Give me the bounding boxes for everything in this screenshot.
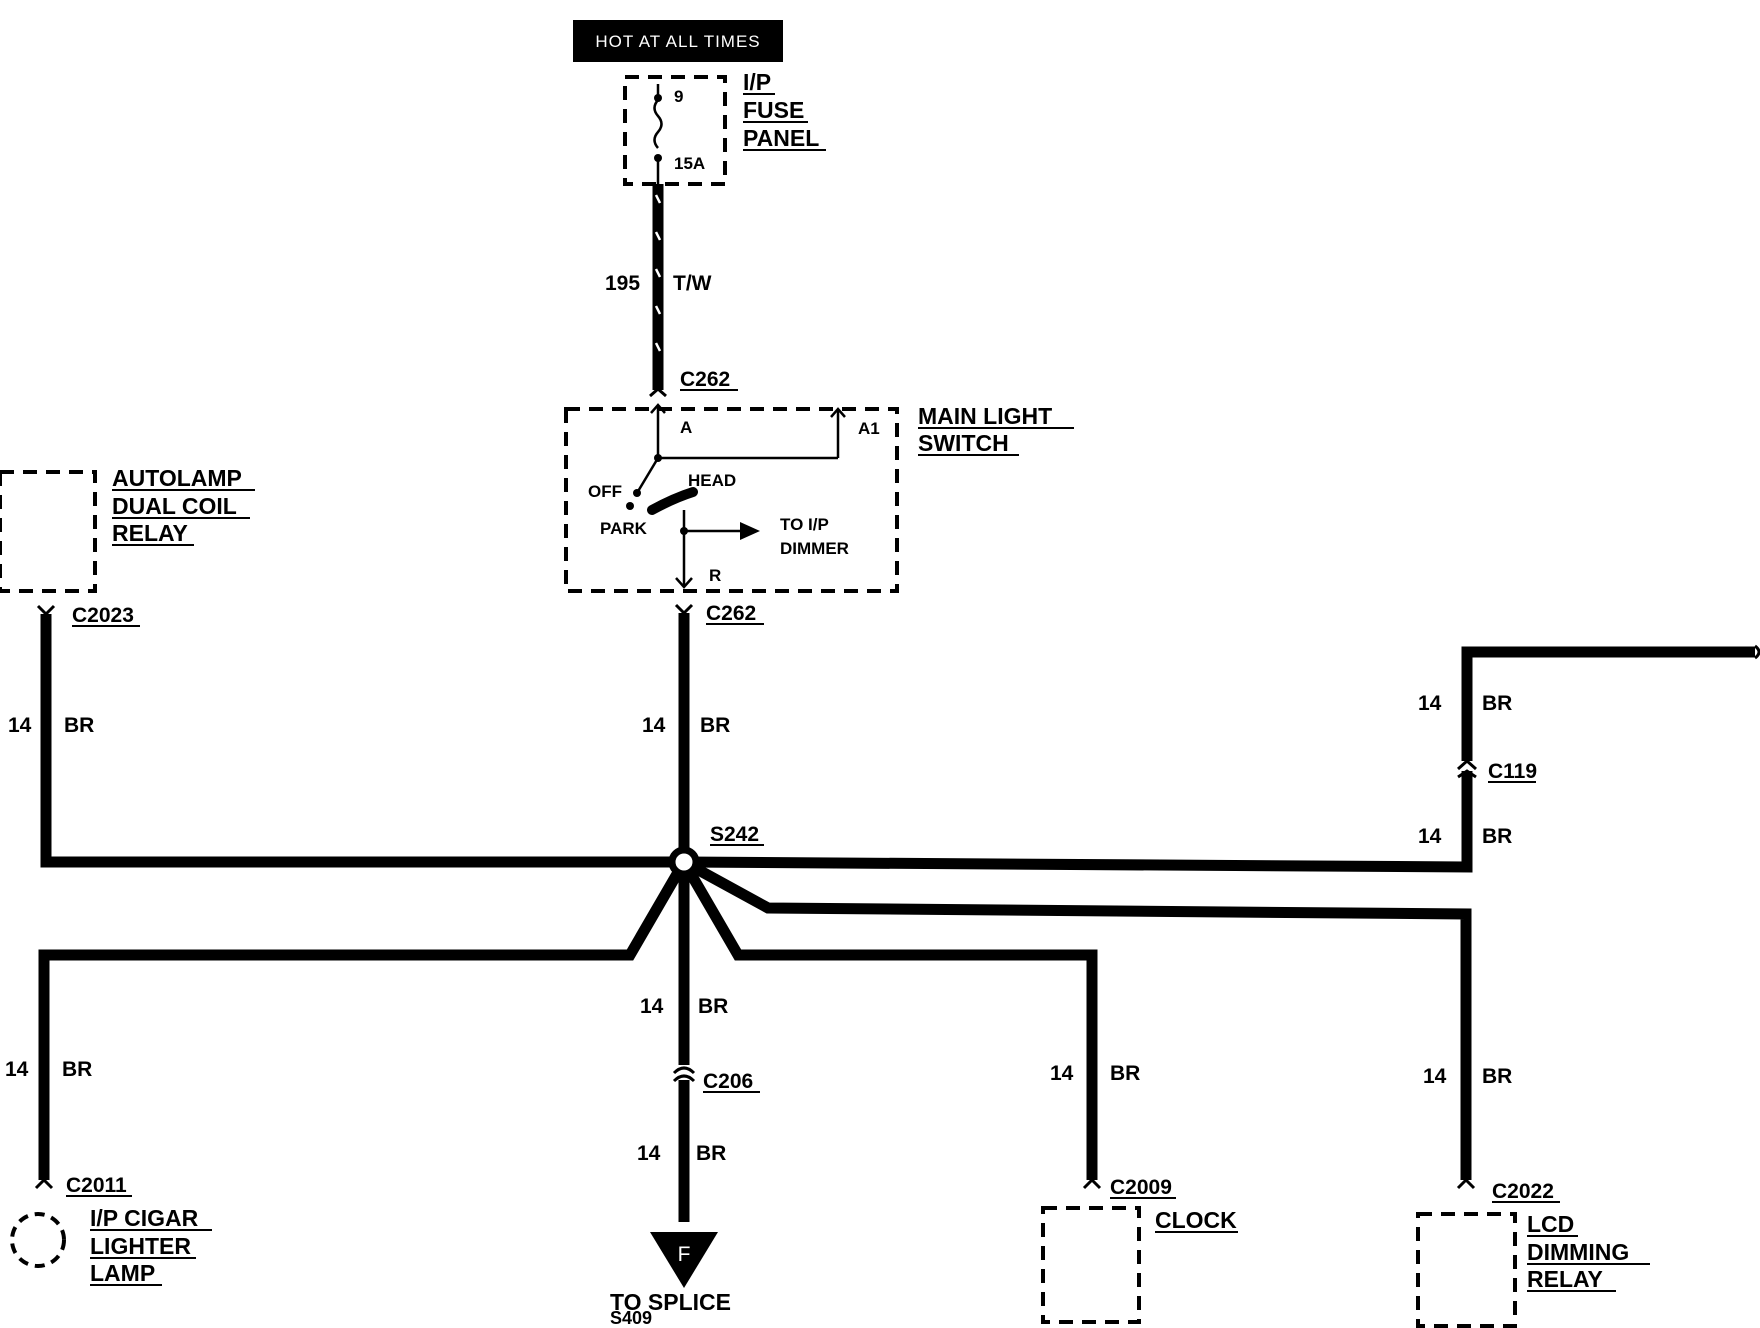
c2022-connector xyxy=(1456,1177,1476,1190)
fuse-bottom-terminal xyxy=(654,154,662,162)
splice-s242 xyxy=(668,846,700,878)
wire-label-gauge: 14 xyxy=(8,714,32,737)
wire-label-gauge: 14 xyxy=(1423,1065,1447,1088)
hot-at-all-times-label: HOT AT ALL TIMES xyxy=(595,32,760,51)
wire-label-color: BR xyxy=(1482,825,1512,848)
lcd-relay-label-1: LCD xyxy=(1527,1211,1574,1237)
fuse-icon xyxy=(653,99,663,149)
wire-cigar-lamp xyxy=(38,859,689,1180)
fuse-panel-label-3: PANEL xyxy=(743,125,819,151)
c2023-label: C2023 xyxy=(72,604,134,627)
fuse-top-terminal xyxy=(654,94,662,102)
c262-bottom-connector xyxy=(674,603,694,616)
c262-bottom-label: C262 xyxy=(706,602,756,625)
c2009-connector xyxy=(1082,1177,1102,1190)
switch-blade xyxy=(635,457,660,494)
dimmer-label-1: TO I/P xyxy=(780,515,829,534)
c2011-connector xyxy=(34,1177,54,1190)
wire-right-c119-upper xyxy=(1461,646,1755,761)
to-splice-label: TO SPLICE xyxy=(610,1289,731,1315)
wire-lcd-relay xyxy=(681,857,1472,1180)
to-splice-flag-letter: F xyxy=(678,1243,691,1266)
c119-connector xyxy=(1457,758,1477,771)
wire-label-color: BR xyxy=(1482,1065,1512,1088)
wire-label-gauge: 14 xyxy=(1050,1062,1074,1085)
to-splice-flag-icon xyxy=(650,1232,718,1288)
clock-label: CLOCK xyxy=(1155,1207,1237,1233)
switch-head-label: HEAD xyxy=(688,471,736,490)
fuse-panel-box xyxy=(623,75,727,186)
dimmer-arrow-icon xyxy=(740,522,760,540)
wire-label-color: BR xyxy=(1482,692,1512,715)
c119-label: C119 xyxy=(1488,760,1537,783)
lcd-relay-label-2: DIMMING xyxy=(1527,1239,1629,1265)
wire-label-color: BR xyxy=(1110,1062,1140,1085)
wire-clock xyxy=(679,859,1098,1180)
switch-park-contact xyxy=(626,502,634,510)
switch-off-label: OFF xyxy=(588,482,622,501)
lcd-relay-box xyxy=(1416,1212,1517,1328)
c206-label: C206 xyxy=(703,1070,753,1093)
c2009-label: C2009 xyxy=(1110,1176,1172,1199)
c206-connector xyxy=(672,1066,696,1075)
fuse-panel-label-1: I/P xyxy=(743,69,771,95)
c2022-label: C2022 xyxy=(1492,1180,1554,1203)
feed-wire-gauge: 195 xyxy=(605,272,640,295)
c262-top-label: C262 xyxy=(680,368,730,391)
wire-labels: 14 BR 14 BR 14 BR 14 BR 14 BR 14 BR 14 B… xyxy=(5,692,1512,1165)
dimmer-label-2: DIMMER xyxy=(780,539,849,558)
fuse-panel-label-2: FUSE xyxy=(743,97,804,123)
c2011-label: C2011 xyxy=(66,1174,127,1197)
wire-label-gauge: 14 xyxy=(642,714,666,737)
wire-label-color: BR xyxy=(64,714,94,737)
cigar-lamp-label-1: I/P CIGAR xyxy=(90,1205,199,1231)
wire-right-c119-lower xyxy=(683,771,1473,873)
hot-at-all-times-banner xyxy=(573,20,783,62)
pin-a-label: A xyxy=(680,418,692,437)
switch-off-contact xyxy=(633,489,641,497)
wire-label-gauge: 14 xyxy=(1418,825,1442,848)
pin-r-label: R xyxy=(709,566,721,585)
c2023-connector xyxy=(36,604,56,617)
fuse-number: 9 xyxy=(674,87,683,106)
wire-label-gauge: 14 xyxy=(640,995,664,1018)
main-light-switch-label-2: SWITCH xyxy=(918,430,1009,456)
wire-autolamp xyxy=(40,614,684,868)
lcd-relay-label-3: RELAY xyxy=(1527,1266,1603,1292)
wire-label-color: BR xyxy=(700,714,730,737)
wire-label-color: BR xyxy=(698,995,728,1018)
cigar-lamp-label-3: LAMP xyxy=(90,1260,155,1286)
cigar-lamp-label-2: LIGHTER xyxy=(90,1233,191,1259)
autolamp-label-3: RELAY xyxy=(112,520,188,546)
wire-label-gauge: 14 xyxy=(637,1142,661,1165)
switch-park-label: PARK xyxy=(600,519,648,538)
fuse-rating: 15A xyxy=(674,154,705,173)
clock-box xyxy=(1041,1206,1141,1324)
pin-a1-label: A1 xyxy=(858,419,880,438)
splice-s242-label: S242 xyxy=(710,823,759,846)
autolamp-label-1: AUTOLAMP xyxy=(112,465,242,491)
autolamp-label-2: DUAL COIL xyxy=(112,493,237,519)
feed-wire-color: T/W xyxy=(673,272,712,295)
switch-head-contact xyxy=(647,487,698,515)
to-splice-s409: S409 xyxy=(610,1308,653,1328)
wire-label-color: BR xyxy=(696,1142,726,1165)
wire-label-gauge: 14 xyxy=(5,1058,29,1081)
wire-label-color: BR xyxy=(62,1058,92,1081)
main-light-switch-label-1: MAIN LIGHT xyxy=(918,403,1052,429)
c262-top-connector xyxy=(649,387,667,398)
wire-label-gauge: 14 xyxy=(1418,692,1442,715)
autolamp-relay-box xyxy=(0,470,97,593)
main-light-switch-box xyxy=(564,407,899,593)
cigar-lamp-icon xyxy=(10,1212,66,1268)
